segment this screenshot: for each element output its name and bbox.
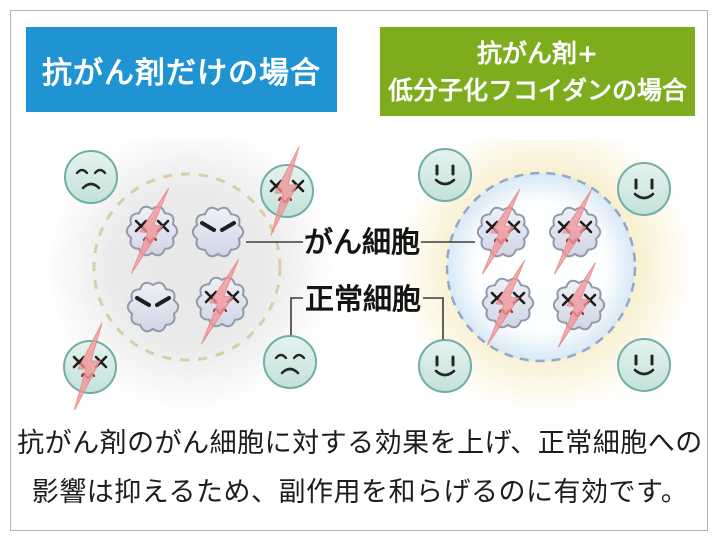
header-drug-fucoidan-line2: 低分子化フコイダンの場合 <box>387 75 687 105</box>
caption-line1: 抗がん剤のがん細胞に対する効果を上げ、正常細胞への <box>17 428 703 459</box>
label-connectors <box>246 241 475 340</box>
header-drug-fucoidan: 抗がん剤+ 低分子化フコイダンの場合 <box>380 27 695 116</box>
header-drug-only: 抗がん剤だけの場合 <box>26 27 337 112</box>
normal-label-line-right <box>423 297 444 340</box>
drug-plus-fucoidan-normal-cell-happy <box>418 148 472 202</box>
drug-only-cancer-cell-angry <box>126 281 180 333</box>
drug-only-normal-cell-sad <box>263 335 317 389</box>
header-drug-only-label: 抗がん剤だけの場合 <box>42 55 321 91</box>
drug-only-cancer-cell-angry <box>191 206 245 258</box>
drug-plus-fucoidan-normal-cell-happy <box>418 339 472 393</box>
card-border <box>10 10 708 531</box>
caption: 抗がん剤のがん細胞に対する効果を上げ、正常細胞への 影響は抑えるため、副作用を和… <box>0 419 720 517</box>
drug-plus-fucoidan-normal-cell-happy <box>617 338 671 392</box>
cancer-cell-label: がん細胞 <box>304 225 420 259</box>
header-drug-fucoidan-line1: 抗がん剤+ <box>477 38 598 68</box>
drug-only-zone <box>92 172 282 362</box>
cells-diagram: がん細胞 正常細胞 <box>45 140 695 410</box>
normal-label-line-left <box>290 297 303 337</box>
caption-line2: 影響は抑えるため、副作用を和らげるのに有効です。 <box>31 477 689 508</box>
drug-only-glow <box>45 140 335 410</box>
drug-plus-fucoidan-normal-cell-happy <box>617 162 671 216</box>
normal-cell-label: 正常細胞 <box>305 282 421 316</box>
cell-type-labels: がん細胞 正常細胞 <box>304 225 421 316</box>
drug-only-normal-cell-sad <box>64 150 118 204</box>
drug-plus-fucoidan-zone <box>445 171 637 363</box>
